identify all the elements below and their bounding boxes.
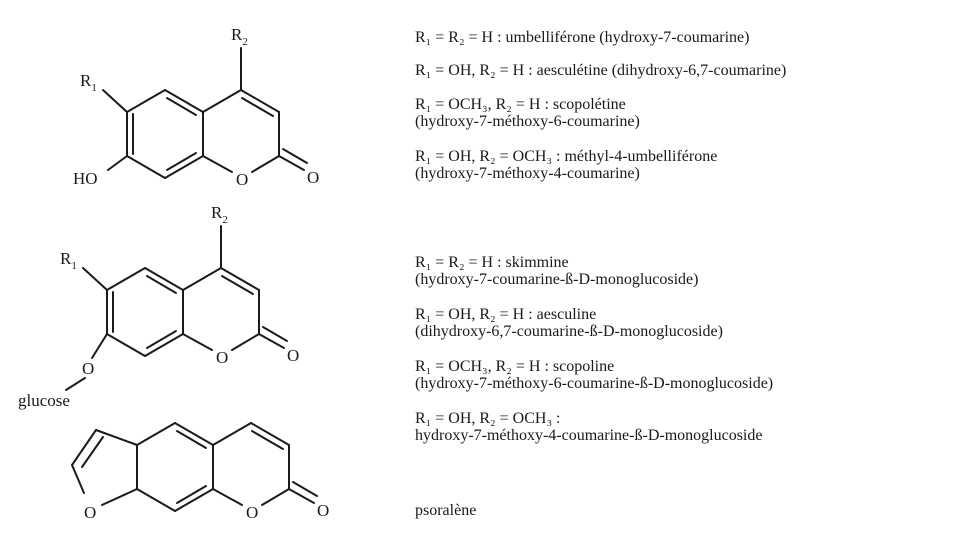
coumarin-1-ring-oxygen: O: [236, 170, 248, 189]
psoralen-ring-oxygen: O: [246, 503, 258, 522]
coumarin-1-r2-label: R2: [231, 25, 248, 48]
psoralen-structure: O O O: [71, 422, 329, 522]
coumarin-2-glucose-label: glucose: [18, 391, 70, 410]
coumarin-structure-2: R2 R1 O glucose O O: [18, 203, 299, 410]
legend-methoxy-glucoside: R₁ = OH, R₂ = OCH₃ : hydroxy-7-méthoxy-4…: [415, 410, 763, 444]
coumarin-2-r2-label: R2: [211, 203, 228, 226]
coumarin-2-r1-label: R1: [60, 249, 77, 272]
coumarin-2-bonds: [65, 225, 288, 391]
psoralen-carbonyl-oxygen: O: [317, 501, 329, 520]
coumarin-1-r1-label: R1: [80, 71, 97, 94]
coumarin-2-ether-oxygen: O: [82, 359, 94, 378]
coumarin-2-carbonyl-oxygen: O: [287, 346, 299, 365]
legend-psoralene: psoralène: [415, 502, 477, 519]
coumarin-1-carbonyl-oxygen: O: [307, 168, 319, 187]
legend-aesculine: R₁ = OH, R₂ = H : aesculine (dihydroxy-6…: [415, 306, 723, 340]
legend-scopoline: R₁ = OCH₃, R₂ = H : scopoline (hydroxy-7…: [415, 358, 774, 392]
coumarin-1-hydroxy-label: HO: [73, 169, 98, 188]
coumarin-2-ring-oxygen: O: [216, 348, 228, 367]
psoralen-bonds: [71, 422, 318, 512]
coumarin-structure-1: R2 R1 HO O O: [73, 25, 319, 189]
coumarin-1-bonds: [102, 47, 308, 179]
psoralen-furan-oxygen: O: [84, 503, 96, 522]
legend-umbelliferone: R₁ = R₂ = H : umbelliférone (hydroxy-7-c…: [415, 29, 750, 46]
legend-scopoletine: R₁ = OCH₃, R₂ = H : scopolétine (hydroxy…: [415, 96, 640, 130]
legend-methyl-umbelliferone: R₁ = OH, R₂ = OCH₃ : méthyl-4-umbellifér…: [415, 148, 718, 182]
legend-skimmine: R₁ = R₂ = H : skimmine (hydroxy-7-coumar…: [415, 254, 699, 288]
legend-aesculetine: R₁ = OH, R₂ = H : aesculétine (dihydroxy…: [415, 62, 787, 79]
structures-canvas: R2 R1 HO O O: [18, 25, 329, 522]
